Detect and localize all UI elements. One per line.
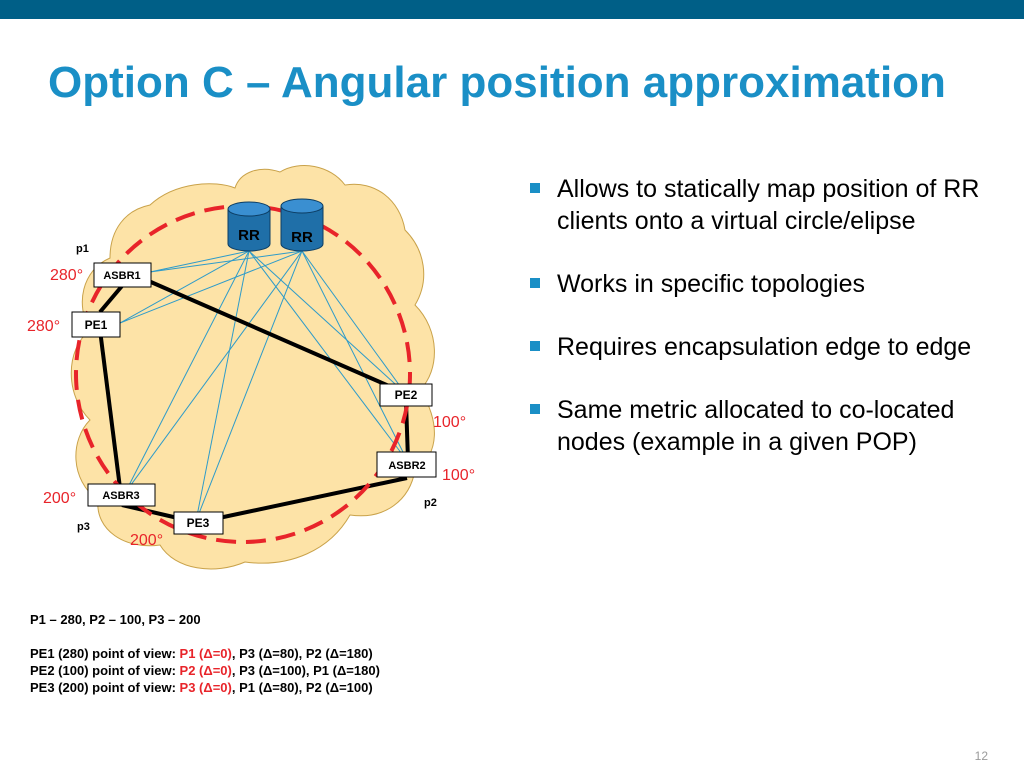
angle-label-asbr3: 200°: [43, 490, 76, 507]
svg-text:ASBR2: ASBR2: [388, 460, 425, 472]
angle-label-pe1: 280°: [27, 318, 60, 335]
slide-title: Option C – Angular position approximatio…: [48, 58, 946, 107]
notes-block: P1 – 280, P2 – 100, P3 – 200 PE1 (280) p…: [30, 611, 380, 696]
node-pe2: PE2: [379, 383, 433, 407]
pop-label-p3: p3: [77, 521, 90, 533]
notes-pe3: PE3 (200) point of view: P3 (Δ=0), P1 (Δ…: [30, 680, 373, 695]
pop-label-p1: p1: [76, 243, 89, 255]
page-number: 12: [974, 749, 988, 763]
angle-label-asbr2: 100°: [442, 467, 475, 484]
node-pe1: PE1: [71, 311, 121, 338]
svg-text:PE1: PE1: [85, 318, 108, 332]
rr-label: RR: [291, 229, 313, 246]
node-asbr1: ASBR1: [93, 262, 152, 288]
notes-pe2: PE2 (100) point of view: P2 (Δ=0), P3 (Δ…: [30, 663, 380, 678]
bullet-marker: [530, 278, 540, 288]
rr-cylinder-1: RR: [227, 201, 271, 252]
node-asbr2: ASBR2: [376, 451, 437, 478]
bullet-item: Same metric allocated to co-located node…: [530, 394, 1010, 458]
angle-label-pe2: 100°: [433, 414, 466, 431]
bullet-marker: [530, 341, 540, 351]
bullet-item: Works in specific topologies: [530, 268, 1010, 300]
svg-text:PE3: PE3: [187, 516, 210, 530]
angle-label-pe3: 200°: [130, 532, 163, 549]
node-asbr3: ASBR3: [87, 483, 156, 507]
rr-label: RR: [238, 227, 260, 244]
bullet-marker: [530, 183, 540, 193]
top-bar: [0, 0, 1024, 19]
svg-text:ASBR3: ASBR3: [102, 490, 139, 502]
notes-pe1: PE1 (280) point of view: P1 (Δ=0), P3 (Δ…: [30, 646, 373, 661]
svg-text:ASBR1: ASBR1: [103, 270, 140, 282]
notes-summary: P1 – 280, P2 – 100, P3 – 200: [30, 612, 201, 627]
bullet-item: Requires encapsulation edge to edge: [530, 331, 1010, 363]
angle-label-asbr1: 280°: [50, 267, 83, 284]
node-pe3: PE3: [173, 511, 224, 535]
pop-label-p2: p2: [424, 497, 437, 509]
svg-text:PE2: PE2: [395, 388, 418, 402]
rr-cylinder-2: RR: [280, 198, 324, 252]
bullet-list: Allows to statically map position of RR …: [530, 173, 1010, 489]
rr-mesh-lines: [119, 250, 409, 522]
bullet-item: Allows to statically map position of RR …: [530, 173, 1010, 237]
network-cloud: [70, 165, 435, 570]
bullet-marker: [530, 404, 540, 414]
